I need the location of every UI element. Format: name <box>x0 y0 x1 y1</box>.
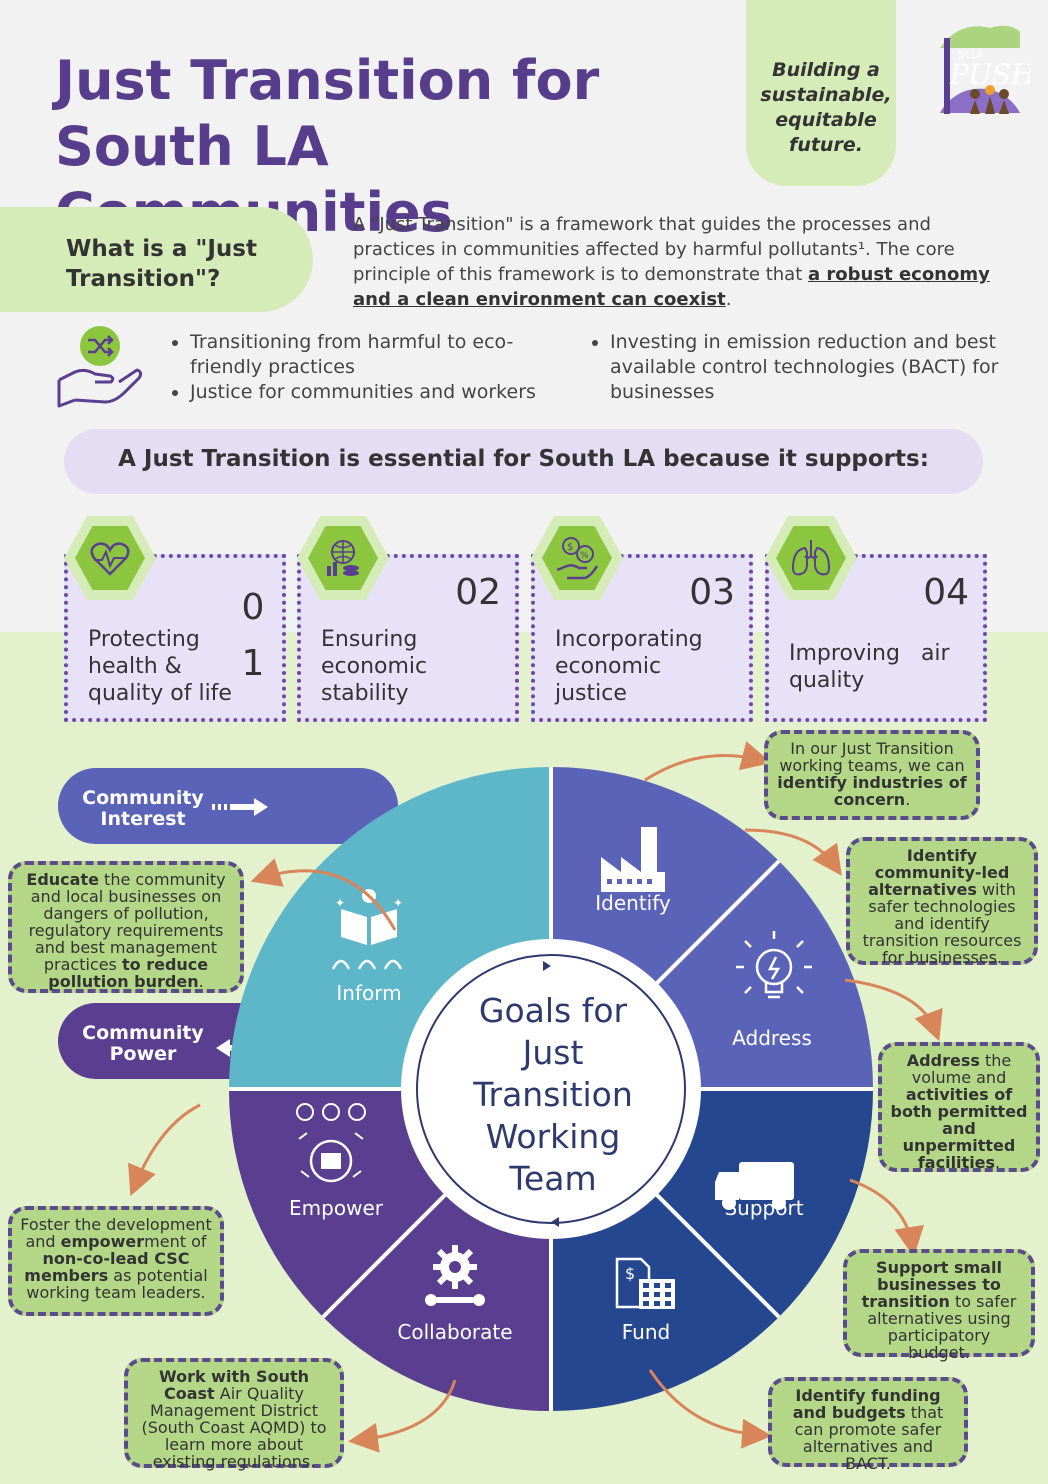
svg-text:$: $ <box>567 542 573 553</box>
list-item: Investing in emission reduction and best… <box>610 330 1000 405</box>
note-identify-industries: In our Just Transition working teams, we… <box>764 730 980 820</box>
globe-coins-icon <box>297 516 389 600</box>
arrow-right-icon <box>212 798 268 816</box>
note-support: Support small businesses to transition t… <box>843 1249 1035 1361</box>
svg-text:✦: ✦ <box>393 896 403 910</box>
truck-icon <box>715 1162 794 1210</box>
invoice-calculator-icon: $ <box>615 1257 675 1309</box>
bullet-list-left: Transitioning from harmful to eco-friend… <box>168 330 580 405</box>
note-address: Address the volume and activities of bot… <box>878 1042 1040 1172</box>
community-interest-label: Community Interest <box>82 787 204 830</box>
card-text: Incorporating economic justice <box>555 627 703 706</box>
connector-arrows <box>128 741 943 1453</box>
card-number: 04 <box>923 572 969 613</box>
goals-wheel: $ ✦ ✦ Identify Address Support Fund Coll… <box>229 767 873 1411</box>
list-item: Transitioning from harmful to eco-friend… <box>190 330 580 380</box>
segment-label-empower: Empower <box>289 1196 384 1220</box>
essential-heading: A Just Transition is essential for South… <box>118 446 929 472</box>
card-health: 0 1 Protecting health & quality of life <box>64 554 286 722</box>
svg-text:%: % <box>580 551 589 561</box>
tagline: Building a sustainable, equitable future… <box>760 59 892 156</box>
card-text: Protecting health & quality of life <box>88 627 232 706</box>
definition-text: A "Just Transition" is a framework that … <box>353 214 990 310</box>
page-title: Just Transition for South LA Communities <box>55 49 600 244</box>
card-text: Ensuring economic stability <box>321 627 428 706</box>
wheel-center-title: Goals for Just Transition Working Team <box>473 991 633 1198</box>
segment-label-support: Support <box>724 1196 803 1220</box>
segment-label-collaborate: Collaborate <box>397 1320 512 1344</box>
factory-icon <box>601 827 665 892</box>
svg-text:PUSH: PUSH <box>949 58 1030 91</box>
community-interest-tab: Community Interest <box>58 768 398 844</box>
svg-text:✦: ✦ <box>335 896 345 910</box>
essential-pill <box>64 429 983 494</box>
gear-wrench-icon <box>425 1245 485 1306</box>
list-item: Justice for communities and workers <box>190 380 580 405</box>
tagline-box <box>746 0 896 186</box>
scla-push-logo: SCLA PUSH <box>920 18 1036 122</box>
card-number: 0 1 <box>241 587 265 684</box>
note-collaborate: Work with South Coast Air Quality Manage… <box>124 1358 344 1470</box>
bullet-list-right: Investing in emission reduction and best… <box>588 330 1000 405</box>
card-number: 03 <box>689 572 735 613</box>
segment-label-fund: Fund <box>622 1320 670 1344</box>
card-text: Improving air quality <box>789 641 950 693</box>
note-empower: Foster the development and empowerment o… <box>8 1206 224 1316</box>
svg-text:SCLA: SCLA <box>958 50 984 61</box>
note-inform: Educate the community and local business… <box>8 861 244 993</box>
card-number: 02 <box>455 572 501 613</box>
hand-shuffle-icon <box>55 322 145 408</box>
svg-text:$: $ <box>625 1264 635 1283</box>
what-is-heading: What is a "Just Transition"? <box>66 236 257 292</box>
what-is-pill <box>0 207 313 312</box>
segment-label-address: Address <box>732 1026 812 1050</box>
definition-emphasis: a robust economy and a clean environment… <box>353 264 990 310</box>
card-justice: 03 Incorporating economic justice <box>531 554 753 722</box>
lightbulb-icon <box>736 931 812 999</box>
segment-label-identify: Identify <box>595 891 671 915</box>
note-identify-alternatives: Identify community-led alternatives with… <box>846 837 1038 966</box>
raised-fist-people-icon <box>296 1103 366 1183</box>
segment-label-inform: Inform <box>336 981 401 1005</box>
note-fund: Identify funding and budgets that can pr… <box>768 1377 968 1472</box>
community-power-label: Community Power <box>82 1022 204 1065</box>
